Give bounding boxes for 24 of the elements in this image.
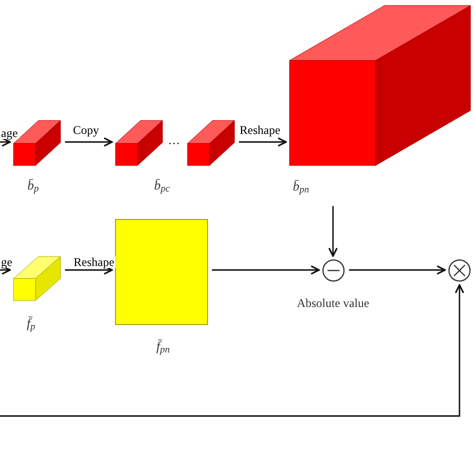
tensor-symbol: b̄$_{pc}$: [154, 176, 170, 195]
arrow: [212, 265, 320, 275]
tensor-symbol: b̄$_{p}$: [27, 176, 39, 195]
tensor-cuboid: [187, 120, 235, 166]
tensor-cuboid: [13, 256, 61, 301]
arrow: [0, 137, 11, 147]
ellipsis: …: [168, 134, 180, 146]
tensor-symbol: b̄$_{pn}$: [292, 177, 310, 196]
arrow: [65, 137, 113, 147]
tensor-block: [115, 219, 208, 325]
operator-caption: Absolute value: [296, 295, 370, 312]
arrow: [239, 137, 287, 147]
arrow: [328, 206, 338, 257]
edge-label: Reshape: [238, 124, 282, 136]
edge-label: Copy: [72, 124, 100, 136]
arrow: [349, 265, 446, 275]
arrow: [0, 284, 464, 417]
tensor-symbol: f̄$_{pn}$: [156, 337, 170, 356]
multiply-operator: [448, 259, 471, 282]
tensor-cuboid: [289, 5, 471, 166]
edge-label: Reshape: [72, 256, 116, 268]
tensor-cuboid: [115, 120, 163, 166]
tensor-symbol: f̄$_{p}$: [26, 314, 36, 333]
subtract-operator: [322, 259, 345, 282]
